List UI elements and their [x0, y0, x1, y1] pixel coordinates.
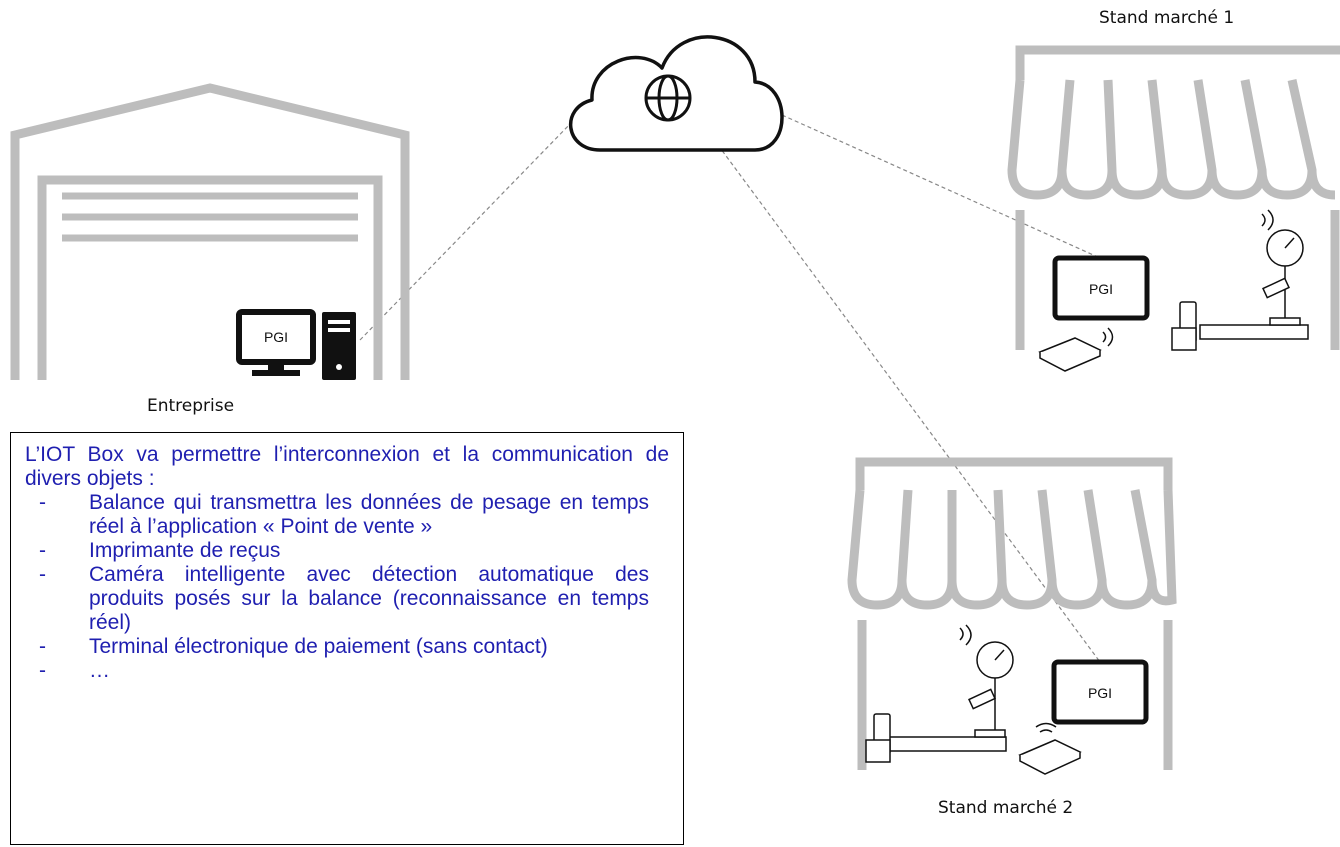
list-item-text: Caméra intelligente avec détection autom…	[89, 563, 649, 634]
iot-box-icon-stand1	[1038, 327, 1114, 372]
cloud-icon	[568, 35, 784, 152]
payment-terminal-icon-stand2	[865, 713, 891, 763]
scale-icon-stand2	[879, 624, 1014, 752]
pgi-tablet1-label: PGI	[1089, 281, 1113, 297]
network-links	[359, 114, 1101, 663]
shop-awning-icon-stand2	[847, 457, 1177, 770]
list-item-text: Balance qui transmettra les données de p…	[89, 491, 649, 538]
label-entreprise: Entreprise	[147, 396, 235, 416]
list-item: - Imprimante de reçus	[39, 539, 669, 563]
list-item: - Terminal électronique de paiement (sans…	[39, 635, 669, 659]
list-item: - Balance qui transmettra les données de …	[39, 491, 669, 539]
bullet-dash: -	[39, 659, 46, 682]
tablet-icon-stand2: PGI	[1051, 659, 1149, 725]
globe-icon	[644, 74, 692, 122]
info-intro: L’IOT Box va permettre l’interconnexion …	[25, 443, 669, 490]
link-cloud-stand2	[717, 144, 1101, 663]
bullet-dash: -	[39, 491, 46, 514]
label-stand-1: Stand marché 1	[1099, 8, 1235, 28]
iot-box-icon-stand2	[1018, 722, 1082, 775]
list-item-text: Imprimante de reçus	[89, 539, 281, 562]
bullet-dash: -	[39, 563, 46, 586]
list-item-text: …	[89, 659, 110, 682]
link-cloud-stand1	[781, 114, 1101, 259]
camera-icon-stand1	[1262, 277, 1290, 299]
warehouse-icon	[10, 83, 410, 380]
list-item-text: Terminal électronique de paiement (sans …	[89, 635, 548, 658]
camera-icon-stand2	[968, 688, 996, 710]
bullet-dash: -	[39, 635, 46, 658]
pgi-pc-label: PGI	[264, 329, 288, 345]
desktop-computer-icon: PGI	[236, 309, 356, 380]
shop-awning-icon-stand1	[1007, 45, 1340, 350]
bullet-dash: -	[39, 539, 46, 562]
list-item: -…	[39, 659, 669, 683]
info-list: - Balance qui transmettra les données de …	[25, 491, 669, 683]
payment-terminal-icon-stand1	[1171, 301, 1197, 351]
scale-icon-stand1	[1199, 209, 1309, 340]
tablet-icon-stand1: PGI	[1052, 255, 1150, 321]
link-entreprise-cloud	[359, 121, 573, 341]
info-box: L’IOT Box va permettre l’interconnexion …	[10, 432, 684, 845]
pgi-tablet2-label: PGI	[1088, 685, 1112, 701]
label-stand-2: Stand marché 2	[938, 798, 1074, 818]
list-item: - Caméra intelligente avec détection auto…	[39, 563, 669, 635]
